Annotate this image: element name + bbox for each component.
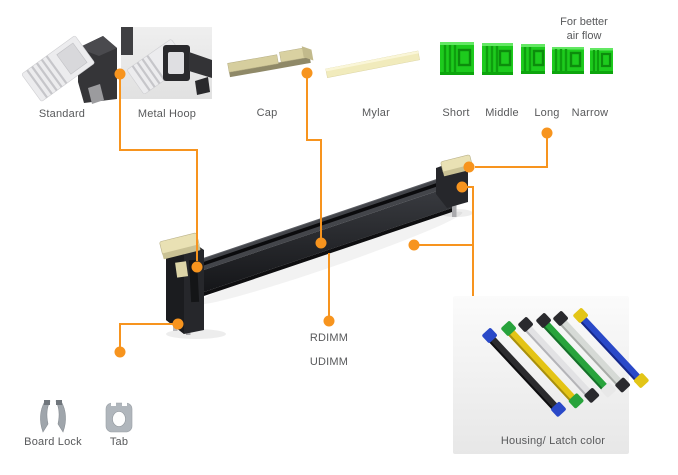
metal-hoop-image — [121, 27, 212, 99]
dimm-connector-image — [159, 154, 474, 339]
mylar-label: Mylar — [362, 107, 390, 119]
short-label: Short — [442, 107, 470, 119]
mylar-image — [325, 50, 420, 79]
udimm-label: UDIMM — [309, 356, 349, 368]
narrow-label: Narrow — [571, 107, 609, 119]
narrow-part-images — [552, 47, 613, 74]
long-part-image — [521, 44, 545, 74]
airflow-note-line2: air flow — [566, 30, 602, 42]
short-part-image — [440, 42, 474, 75]
tab-label: Tab — [109, 436, 129, 448]
airflow-note: For better air flow — [560, 15, 608, 43]
housing-latch-color-label: Housing/ Latch color — [500, 435, 606, 447]
long-label: Long — [534, 107, 560, 119]
middle-part-image — [482, 43, 513, 75]
standard-latch-image — [21, 35, 117, 104]
middle-label: Middle — [485, 107, 519, 119]
metal-hoop-label: Metal Hoop — [137, 108, 197, 120]
tab-icon — [105, 401, 133, 433]
airflow-note-line1: For better — [560, 16, 608, 28]
standard-label: Standard — [38, 108, 86, 120]
board-lock-icon — [40, 400, 66, 433]
housing-latch-image — [453, 296, 649, 454]
rdimm-label: RDIMM — [309, 332, 349, 344]
board-lock-label: Board Lock — [24, 436, 82, 448]
cap-label: Cap — [256, 107, 278, 119]
cap-image — [227, 46, 314, 78]
callout-dots — [114, 67, 553, 362]
